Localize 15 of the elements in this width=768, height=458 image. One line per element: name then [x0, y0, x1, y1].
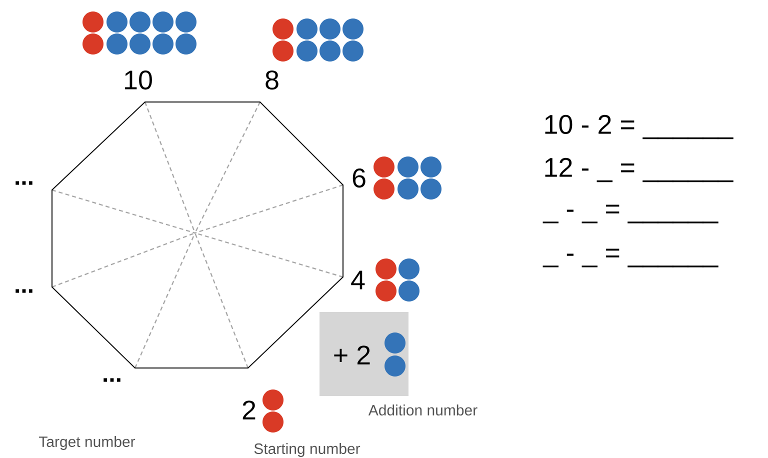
caption: Starting number: [254, 443, 360, 457]
ellipsis: ...: [104, 378, 120, 382]
vertex-number: 6: [352, 168, 366, 188]
ellipsis: ...: [16, 181, 32, 185]
equation: _ - _ = ______: [542, 248, 718, 268]
caption: Addition number: [368, 404, 478, 416]
equation: 10 - 2 = ______: [545, 114, 734, 140]
vertex-number: 10: [125, 70, 152, 90]
ellipsis: ...: [16, 289, 32, 293]
addition-box: + 2: [320, 312, 408, 396]
equation: _ - _ = ______: [542, 204, 718, 224]
vertex-number: 8: [266, 70, 278, 90]
caption: Target number: [38, 436, 136, 450]
vertex-number: 2: [242, 400, 256, 420]
equation: 12 - _ = ______: [545, 158, 734, 182]
